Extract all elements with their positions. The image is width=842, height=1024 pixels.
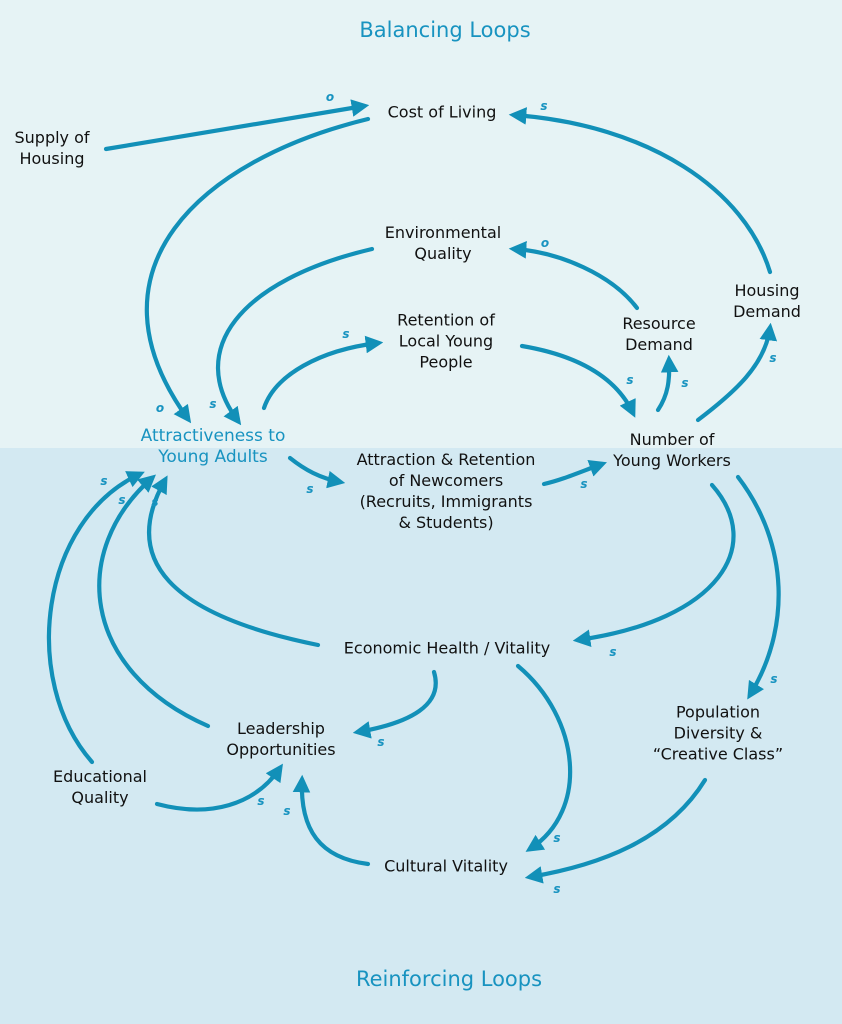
link-workers-to-resource — [655, 354, 679, 413]
link-workers-to-diversity — [735, 474, 781, 700]
polarity-economic-to-cultural: s — [553, 831, 561, 845]
polarity-educational-to-leadership: s — [257, 794, 265, 808]
node-population-diversity-creative-class: Population Diversity & “Creative Class” — [653, 702, 783, 765]
node-economic-health-vitality: Economic Health / Vitality — [344, 638, 550, 659]
reinforcing-region — [0, 448, 842, 1024]
link-environmental-to-attractiveness — [216, 246, 375, 426]
polarity-environmental-to-attractiveness: s — [209, 397, 217, 411]
node-label: Demand — [733, 302, 801, 321]
node-label: Supply of — [14, 128, 90, 147]
link-attractiveness-to-newcomers — [287, 455, 346, 489]
node-retention-local-young-people: Retention of Local Young People — [397, 310, 495, 373]
node-label: “Creative Class” — [652, 744, 784, 764]
link-economic-to-leadership — [352, 669, 438, 739]
link-economic-to-attractiveness — [147, 475, 321, 648]
link-attractiveness-to-retention — [261, 335, 384, 411]
node-cultural-vitality: Cultural Vitality — [384, 856, 508, 877]
link-resource-to-environmental — [508, 241, 640, 311]
node-label: Educational — [53, 767, 147, 786]
node-label: Housing — [734, 281, 800, 300]
node-label: Cultural Vitality — [384, 856, 508, 876]
link-leadership-to-attractiveness — [97, 474, 211, 729]
node-educational-quality: Educational Quality — [53, 766, 147, 808]
link-cultural-to-leadership — [292, 774, 371, 867]
link-newcomers-to-workers — [541, 459, 607, 487]
polarity-workers-to-economic: s — [609, 645, 617, 659]
node-label: Quality — [71, 788, 129, 807]
node-label: Quality — [414, 244, 472, 263]
link-workers-to-economic — [572, 482, 736, 648]
node-label: of Newcomers — [388, 471, 504, 490]
node-label: Opportunities — [226, 740, 336, 759]
link-retention-to-workers — [519, 343, 636, 418]
polarity-retention-to-workers: s — [626, 373, 634, 387]
node-label: Young Workers — [613, 451, 731, 470]
polarity-diversity-to-cultural: s — [553, 882, 561, 896]
link-educational-to-attractiveness — [46, 471, 145, 765]
polarity-housingdemand-to-cost: s — [540, 99, 548, 113]
node-label: Attractiveness to — [140, 426, 286, 446]
node-label: Attraction & Retention — [356, 450, 536, 469]
node-label: Population — [675, 702, 761, 722]
link-educational-to-leadership — [154, 763, 283, 812]
polarity-workers-to-resource: s — [681, 376, 689, 390]
node-housing-demand: Housing Demand — [733, 280, 801, 322]
node-label: Cost of Living — [387, 102, 497, 122]
node-label: Young Adults — [158, 447, 268, 467]
polarity-cost-to-attractiveness: o — [155, 401, 165, 415]
node-label: Housing — [19, 149, 85, 168]
node-label: Resource — [622, 314, 696, 333]
polarity-newcomers-to-workers: s — [580, 477, 588, 491]
node-environmental-quality: Environmental Quality — [385, 222, 501, 264]
node-resource-demand: Resource Demand — [622, 313, 695, 355]
node-label: Number of — [629, 430, 715, 449]
link-cost-to-attractiveness — [144, 116, 371, 424]
node-cost-of-living: Cost of Living — [388, 102, 497, 123]
polarity-educational-to-attractiveness: s — [100, 474, 108, 488]
balancing-region — [0, 0, 842, 448]
node-label: (Recruits, Immigrants — [359, 492, 533, 511]
link-diversity-to-cultural — [524, 777, 708, 884]
node-attraction-retention-newcomers: Attraction & Retention of Newcomers (Rec… — [357, 449, 536, 533]
reinforcing-loops-title: Reinforcing Loops — [355, 967, 543, 991]
polarity-leadership-to-attractiveness: s — [118, 493, 126, 507]
node-label: Retention of — [397, 310, 495, 330]
link-housingdemand-to-cost — [508, 107, 773, 275]
node-label: Demand — [625, 335, 693, 354]
node-label: Economic Health / Vitality — [343, 638, 551, 658]
node-label: Diversity & — [673, 723, 763, 743]
node-label: People — [419, 352, 473, 372]
link-economic-to-cultural — [515, 663, 573, 852]
link-supply-to-cost — [103, 99, 370, 152]
balancing-loops-title: Balancing Loops — [359, 18, 531, 42]
polarity-workers-to-housingdemand: s — [769, 351, 777, 365]
polarity-cultural-to-leadership: s — [283, 804, 291, 818]
polarity-supply-to-cost: o — [325, 90, 335, 104]
polarity-economic-to-attractiveness: s — [151, 495, 159, 509]
polarity-resource-to-environmental: o — [540, 236, 550, 250]
node-label: & Students) — [398, 513, 494, 532]
node-supply-of-housing: Supply of Housing — [14, 127, 89, 169]
polarity-workers-to-diversity: s — [770, 672, 778, 686]
link-workers-to-housingdemand — [695, 322, 778, 423]
polarity-attractiveness-to-retention: s — [342, 327, 350, 341]
polarity-economic-to-leadership: s — [377, 735, 385, 749]
node-label: Environmental — [384, 223, 502, 242]
node-label: Local Young — [398, 331, 494, 351]
node-attractiveness-to-young-adults: Attractiveness to Young Adults — [141, 426, 286, 468]
polarity-attractiveness-to-newcomers: s — [306, 482, 314, 496]
node-number-of-young-workers: Number of Young Workers — [613, 429, 731, 471]
node-label: Leadership — [237, 719, 325, 738]
node-leadership-opportunities: Leadership Opportunities — [226, 718, 335, 760]
